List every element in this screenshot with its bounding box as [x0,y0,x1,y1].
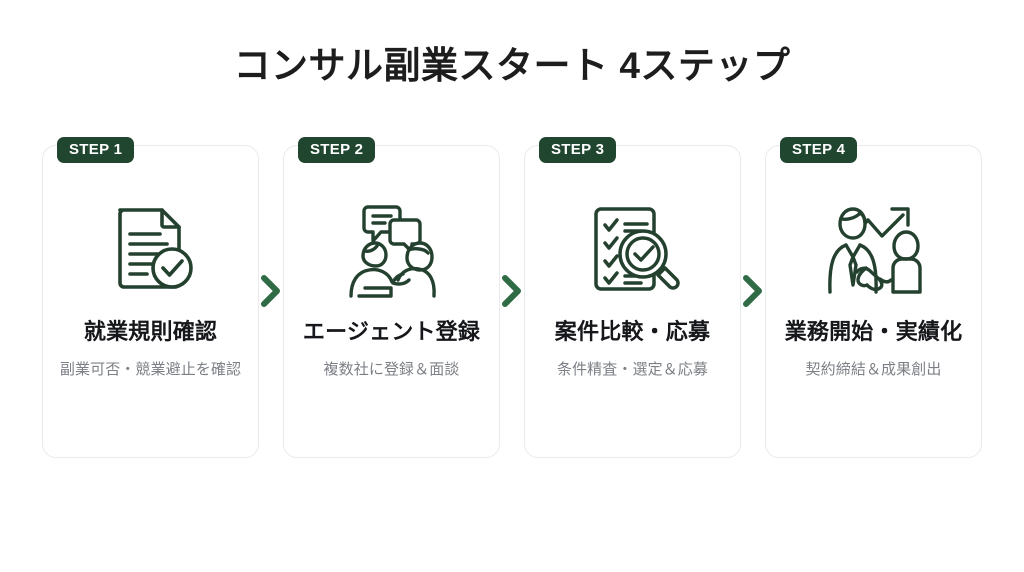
step-badge-2: STEP 2 [298,137,376,163]
two-people-conversation-icon [284,194,499,306]
chevron-right-icon-3 [741,145,765,458]
step-badge-1: STEP 1 [57,137,135,163]
step-badge-3: STEP 3 [539,137,617,163]
page-title: コンサル副業スタート 4ステップ [233,45,791,86]
step-card-2[interactable]: STEP 2 エージェント登録 複数社に登録＆面 [283,137,500,458]
step-subtitle-3: 条件精査・選定＆応募 [556,361,708,378]
step-title-1: 就業規則確認 [83,319,218,344]
step-title-2: エージェント登録 [302,319,481,344]
step-card-1[interactable]: STEP 1 就業規則確認 副業可否・競業避止を確認 [42,137,259,458]
step-card-3[interactable]: STEP 3 案 [524,137,741,458]
steps-row: STEP 1 就業規則確認 副業可否・競業避止を確認 [42,137,982,460]
step-subtitle-2: 複数社に登録＆面談 [323,361,460,378]
step-badge-4: STEP 4 [780,137,858,163]
step-card-4[interactable]: STEP 4 [765,137,982,458]
step-title-4: 業務開始・実績化 [784,319,963,344]
handshake-growth-icon [766,194,981,306]
checklist-magnifier-icon [525,194,740,306]
chevron-right-icon-2 [500,145,524,458]
step-title-3: 案件比較・応募 [554,319,711,344]
step-subtitle-1: 副業可否・競業避止を確認 [59,361,242,378]
document-check-icon [43,194,258,306]
step-subtitle-4: 契約締結＆成果創出 [805,361,942,378]
chevron-right-icon-1 [259,145,283,458]
